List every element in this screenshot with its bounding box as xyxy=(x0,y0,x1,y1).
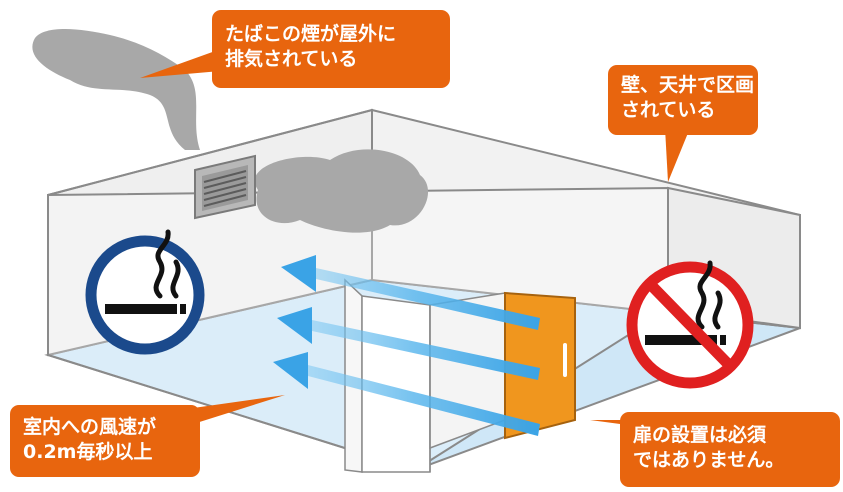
callout-airflow: 室内への風速が 0.2m毎秒以上 xyxy=(10,405,200,477)
door xyxy=(504,291,576,440)
no-smoking-icon xyxy=(626,260,754,389)
callout-airflow-line2: 0.2m毎秒以上 xyxy=(23,441,153,463)
smoke-trail-icon xyxy=(32,29,200,150)
airflow-arrow-3 xyxy=(273,352,540,436)
exhaust-fan-icon xyxy=(194,154,256,220)
airflow-arrow-2 xyxy=(277,307,540,380)
callout-walls-line1: 壁、天井で区画 xyxy=(621,74,755,96)
callout-exhaust-line2: 排気されている xyxy=(225,48,358,70)
callout-exhaust-line1: たばこの煙が屋外に xyxy=(225,23,397,45)
smoke-cloud-icon xyxy=(254,149,429,233)
callout-airflow-line1: 室内への風速が xyxy=(23,416,157,438)
callout-walls-line2: されている xyxy=(621,99,716,121)
callout-door: 扉の設置は必須 ではありません。 xyxy=(620,412,840,487)
callout-exhaust: たばこの煙が屋外に 排気されている xyxy=(212,10,450,88)
airflow-arrow-1 xyxy=(281,255,540,330)
callout-exhaust-pointer xyxy=(140,50,232,78)
callout-door-line1: 扉の設置は必須 xyxy=(633,424,767,446)
callout-door-line2: ではありません。 xyxy=(633,449,785,471)
smoking-allowed-icon xyxy=(85,229,205,355)
callout-walls-pointer xyxy=(665,128,690,182)
callout-walls: 壁、天井で区画 されている xyxy=(608,65,758,135)
